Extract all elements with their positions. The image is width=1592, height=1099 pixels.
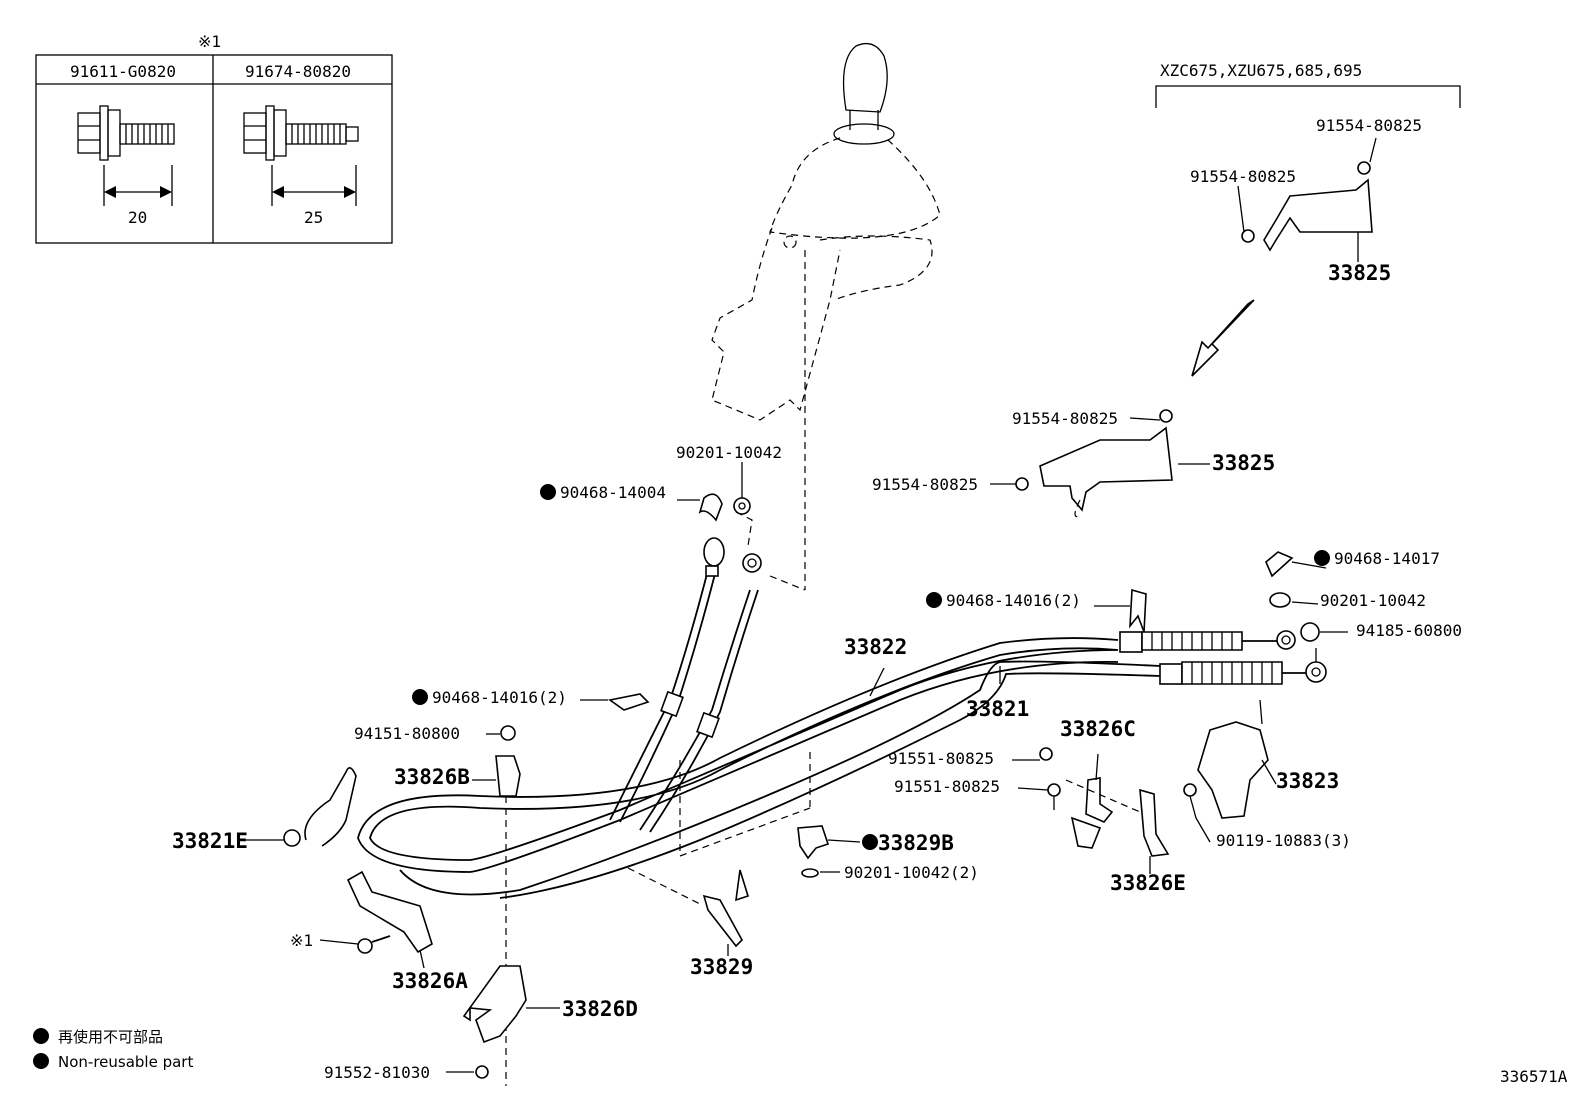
non-reusable-dot-icon bbox=[926, 592, 942, 608]
cable-boot-lower bbox=[1159, 648, 1327, 685]
clip-90468-14004-icon bbox=[698, 493, 723, 522]
variant-bracket-line bbox=[1155, 85, 1461, 108]
label-33826B: 33826B bbox=[394, 765, 470, 789]
label-33829B: 33829B bbox=[878, 831, 954, 855]
washer-90201-top-icon bbox=[733, 497, 751, 515]
label-90468-14004: 90468-14004 bbox=[560, 483, 666, 502]
label-94185: 94185-60800 bbox=[1356, 621, 1462, 640]
label-33829: 33829 bbox=[690, 955, 753, 979]
bolt-91551-a-icon bbox=[1039, 747, 1053, 761]
label-33822: 33822 bbox=[844, 635, 907, 659]
non-reusable-dot-icon bbox=[540, 484, 556, 500]
bracket-33826E-icon bbox=[1139, 788, 1170, 857]
cable-33822 bbox=[357, 637, 1119, 873]
label-33821E: 33821E bbox=[172, 829, 248, 853]
cable-boot-upper bbox=[1119, 630, 1296, 653]
label-33826A: 33826A bbox=[392, 969, 468, 993]
label-33826D: 33826D bbox=[562, 997, 638, 1021]
label-33826E: 33826E bbox=[1110, 871, 1186, 895]
shift-lever-assembly bbox=[711, 42, 941, 591]
washer-90201-right-icon bbox=[1269, 592, 1291, 608]
bolt-inset-table: ※1 91611-G0820 91674-80820 20 bbox=[35, 32, 393, 244]
label-91554-top-right: 91554-80825 bbox=[1316, 116, 1422, 135]
label-94151: 94151-80800 bbox=[354, 724, 460, 743]
label-ref1: ※1 bbox=[290, 931, 313, 950]
label-90468-14017: 90468-14017 bbox=[1334, 549, 1440, 568]
direction-arrow-icon bbox=[1191, 299, 1255, 377]
leader-lines bbox=[246, 137, 1377, 1073]
label-33825-top: 33825 bbox=[1328, 261, 1391, 285]
label-90119: 90119-10883(3) bbox=[1216, 831, 1351, 850]
label-91554-mid-top: 91554-80825 bbox=[1012, 409, 1118, 428]
clamp-33829-icon bbox=[702, 869, 749, 948]
label-91552: 91552-81030 bbox=[324, 1063, 430, 1082]
label-91551-b: 91551-80825 bbox=[894, 777, 1000, 796]
label-90468-14016-right: 90468-14016(2) bbox=[946, 591, 1081, 610]
bracket-33825-top-icon bbox=[1241, 161, 1373, 252]
cable-33821 bbox=[399, 660, 1161, 899]
label-91551-a: 91551-80825 bbox=[888, 749, 994, 768]
bracket-33825-mid-icon bbox=[1015, 409, 1173, 518]
bolt-91552-icon bbox=[475, 1065, 489, 1079]
legend-en: Non-reusable part bbox=[58, 1053, 193, 1071]
legend-dot-icon bbox=[33, 1053, 49, 1069]
lever-cable-ends bbox=[609, 537, 762, 833]
label-90201-top: 90201-10042 bbox=[676, 443, 782, 462]
label-33826C: 33826C bbox=[1060, 717, 1136, 741]
inset-length-1: 20 bbox=[128, 208, 147, 227]
clip-33821E-icon bbox=[283, 767, 357, 847]
bracket-33826D-icon bbox=[462, 965, 527, 1044]
label-90201-2: 90201-10042(2) bbox=[844, 863, 979, 882]
inset-length-2: 25 bbox=[304, 208, 323, 227]
bracket-33826C-icon bbox=[1070, 777, 1114, 849]
variant-note: XZC675,XZU675,685,695 bbox=[1160, 61, 1362, 80]
bolt-91551-b-icon bbox=[1047, 783, 1061, 810]
bracket-33826A-icon bbox=[346, 870, 433, 954]
bracket-33823-icon bbox=[1183, 699, 1269, 819]
label-90468-14016-left: 90468-14016(2) bbox=[432, 688, 567, 707]
bolt-25-icon bbox=[243, 105, 359, 161]
label-91554-top-left: 91554-80825 bbox=[1190, 167, 1296, 186]
clip-90468-14016-right-icon bbox=[1129, 588, 1147, 633]
nut-94151-icon bbox=[500, 725, 516, 741]
nut-94185-icon bbox=[1300, 622, 1320, 642]
label-33825-mid: 33825 bbox=[1212, 451, 1275, 475]
label-91554-mid-left: 91554-80825 bbox=[872, 475, 978, 494]
diagram-id: 336571A bbox=[1500, 1067, 1568, 1086]
inset-part-2: 91674-80820 bbox=[245, 62, 351, 81]
non-reusable-dot-icon bbox=[862, 834, 878, 850]
clip-90468-14016-left-icon bbox=[608, 693, 650, 711]
bolt-ref1-icon bbox=[357, 935, 391, 954]
bolt-20-icon bbox=[77, 105, 175, 161]
label-33823: 33823 bbox=[1276, 769, 1339, 793]
inset-part-1: 91611-G0820 bbox=[70, 62, 176, 81]
clip-90468-14017-icon bbox=[1265, 551, 1294, 578]
label-90201-right: 90201-10042 bbox=[1320, 591, 1426, 610]
washer-90201-2-icon bbox=[801, 868, 819, 878]
legend-jp: 再使用不可部品 bbox=[58, 1028, 163, 1046]
non-reusable-dot-icon bbox=[412, 689, 428, 705]
clamp-33826B-icon bbox=[495, 755, 521, 797]
grommet-33829B-icon bbox=[797, 825, 830, 860]
label-33821: 33821 bbox=[966, 697, 1029, 721]
non-reusable-dot-icon bbox=[1314, 550, 1330, 566]
legend-dot-icon bbox=[33, 1028, 49, 1044]
inset-note-mark: ※1 bbox=[198, 32, 221, 51]
